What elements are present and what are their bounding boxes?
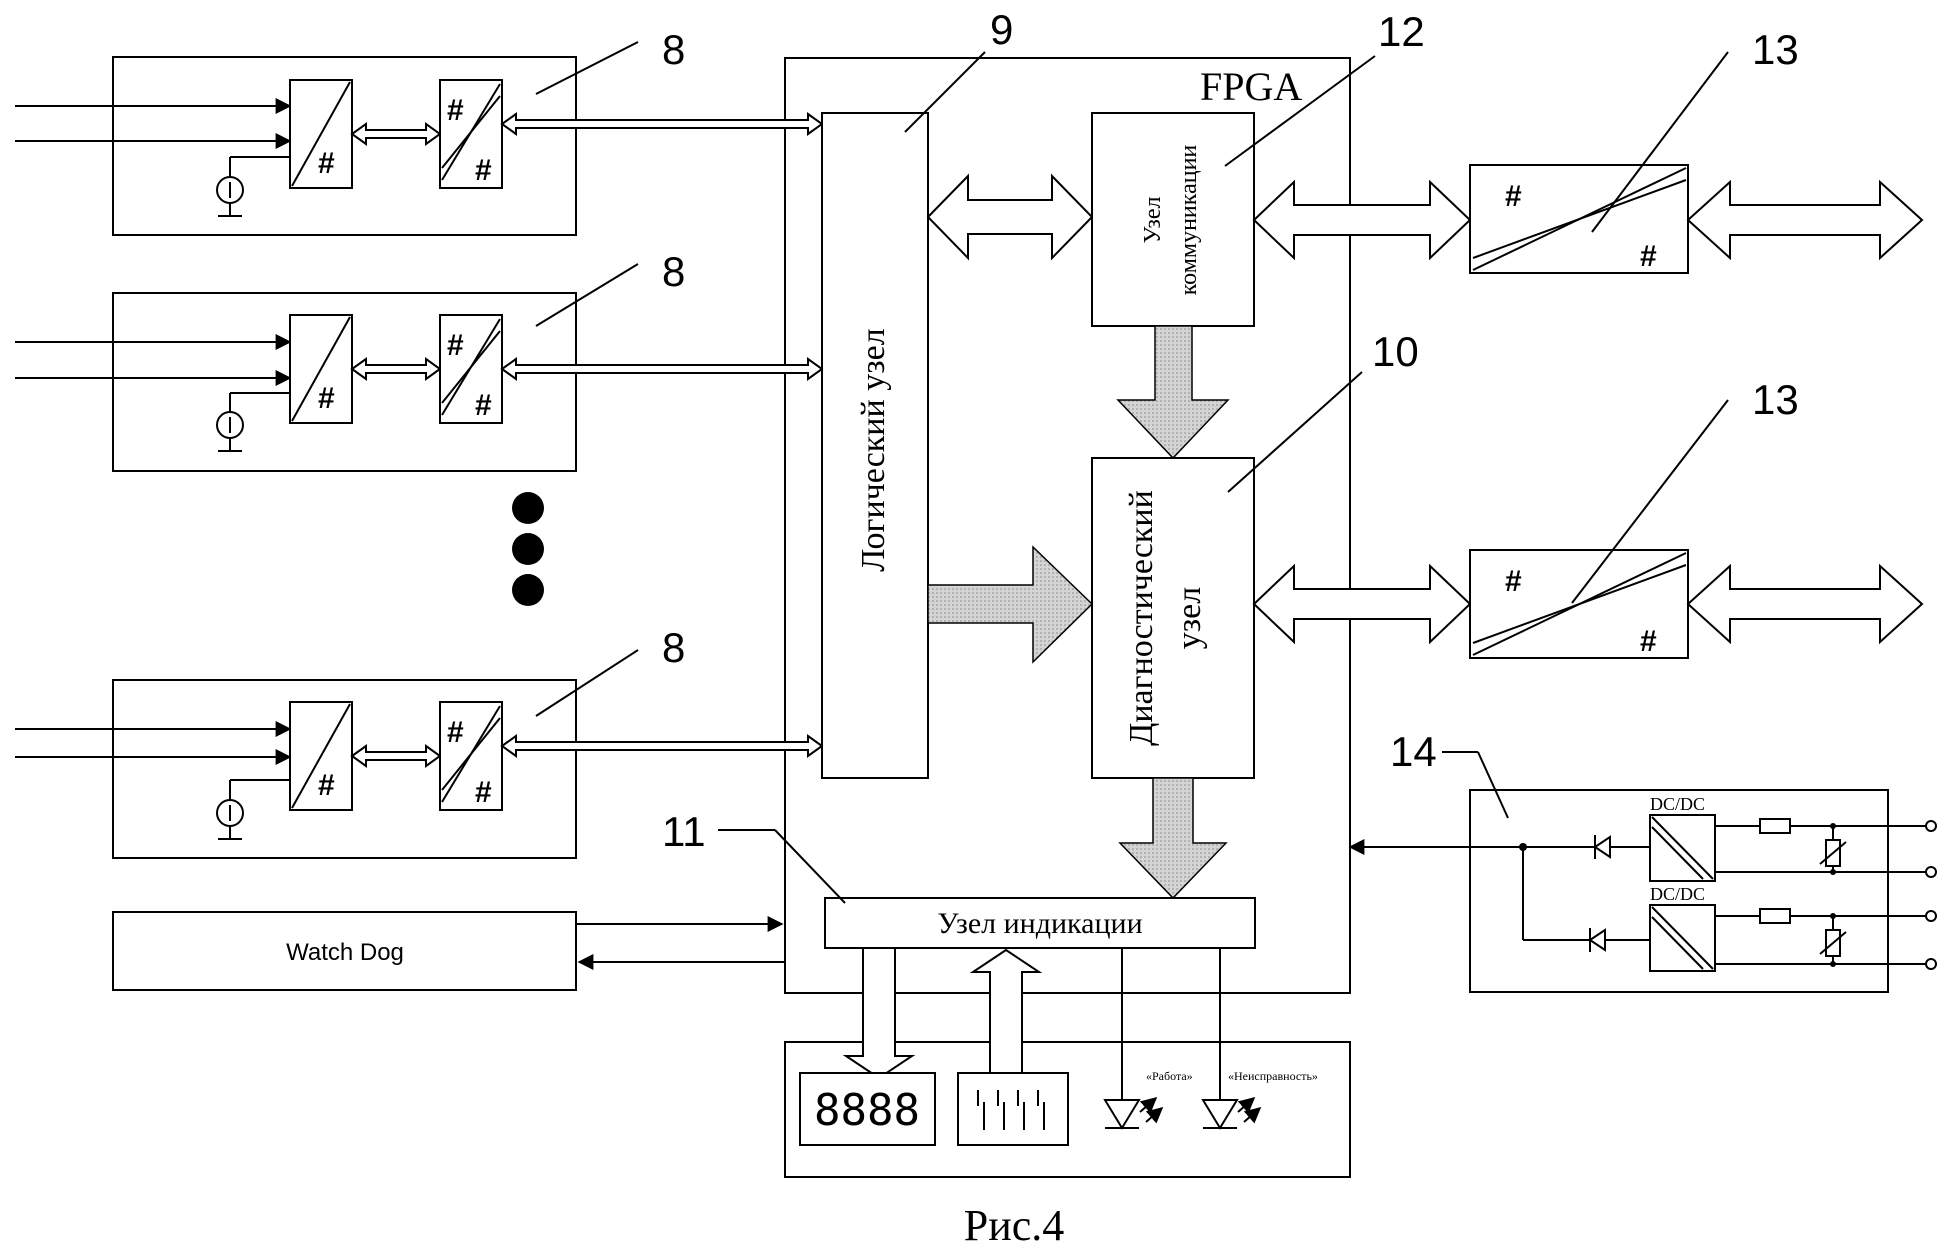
- switch-block: [957, 1072, 1069, 1146]
- switch-bus-arrow: [969, 948, 1043, 1079]
- converter-mark: #: [447, 94, 464, 127]
- comm-interface-bus: [1252, 179, 1472, 261]
- diag-indication-arrow: [1118, 777, 1228, 900]
- converter-mark: #: [447, 716, 464, 749]
- converter-mark: #: [1505, 565, 1522, 598]
- ellipsis-dots: [512, 492, 544, 606]
- indication-node: Узел индикации 11: [662, 808, 1256, 949]
- input-module: # # # 8: [15, 624, 824, 859]
- diag-node-label-2: узел: [1171, 587, 1208, 650]
- diag-node-number: 10: [1372, 328, 1419, 375]
- interface-module: # # 13: [1469, 26, 1924, 274]
- converter-mark: #: [318, 382, 335, 415]
- led-fault-label: «Неисправность»: [1228, 1069, 1318, 1083]
- led-work-icon: [1103, 1099, 1141, 1130]
- switches-icon: [977, 1090, 1045, 1130]
- power-supply: 14 DC/DC DC/DC: [1348, 728, 1937, 993]
- comm-diag-arrow: [1116, 325, 1230, 460]
- watchdog-label: Watch Dog: [286, 939, 404, 966]
- module-number: 8: [662, 248, 685, 295]
- digital-display: [799, 1072, 936, 1146]
- dcdc-label: DC/DC: [1650, 794, 1705, 814]
- interface-number: 13: [1752, 376, 1799, 423]
- converter-mark: #: [1505, 180, 1522, 213]
- indication-node-label: Узел индикации: [937, 907, 1142, 940]
- diag-node-label-1: Диагностический: [1123, 490, 1160, 746]
- input-module: # # # 8: [15, 26, 824, 236]
- logic-comm-bus: [926, 173, 1094, 261]
- interface-number: 13: [1752, 26, 1799, 73]
- indicator-panel: 8888 «Работа» «Неисправность»: [784, 947, 1351, 1178]
- module-number: 8: [662, 624, 685, 671]
- converter-mark: #: [1640, 240, 1657, 273]
- converter-mark: #: [447, 329, 464, 362]
- converter-mark: #: [318, 769, 335, 802]
- converter-mark: #: [475, 776, 492, 809]
- diag-interface-bus: [1252, 563, 1472, 645]
- converter-mark: #: [475, 389, 492, 422]
- logic-diag-arrow: [927, 545, 1094, 664]
- indication-node-number: 11: [662, 808, 706, 855]
- comm-node-label-1: Узел: [1140, 196, 1166, 243]
- led-work-label: «Работа»: [1146, 1069, 1193, 1083]
- logic-node-label: Логический узел: [855, 328, 892, 571]
- logic-node-number: 9: [990, 6, 1013, 53]
- comm-node-label-2: коммуникации: [1176, 145, 1202, 296]
- module-number: 8: [662, 26, 685, 73]
- power-number: 14: [1390, 728, 1437, 775]
- input-module: # # # 8: [15, 248, 824, 472]
- fpga-label: FPGA: [1200, 64, 1302, 109]
- display-digits: 8888: [814, 1085, 920, 1136]
- comm-node: Узел коммуникации 12: [1091, 8, 1425, 327]
- fpga-block: FPGA: [784, 57, 1351, 994]
- display-bus-arrow: [842, 947, 916, 1080]
- converter-mark: #: [475, 154, 492, 187]
- led-fault-icon: [1201, 1099, 1239, 1130]
- interface-module: # # 13: [1469, 376, 1924, 659]
- converter-mark: #: [318, 147, 335, 180]
- watchdog-block: Watch Dog: [112, 911, 785, 991]
- comm-node-number: 12: [1378, 8, 1425, 55]
- figure-caption: Рис.4: [964, 1201, 1065, 1250]
- converter-mark: #: [1640, 625, 1657, 658]
- diagnostic-node: Диагностический узел 10: [1091, 328, 1419, 779]
- dcdc-label: DC/DC: [1650, 884, 1705, 904]
- logic-node: Логический узел 9: [821, 6, 1013, 779]
